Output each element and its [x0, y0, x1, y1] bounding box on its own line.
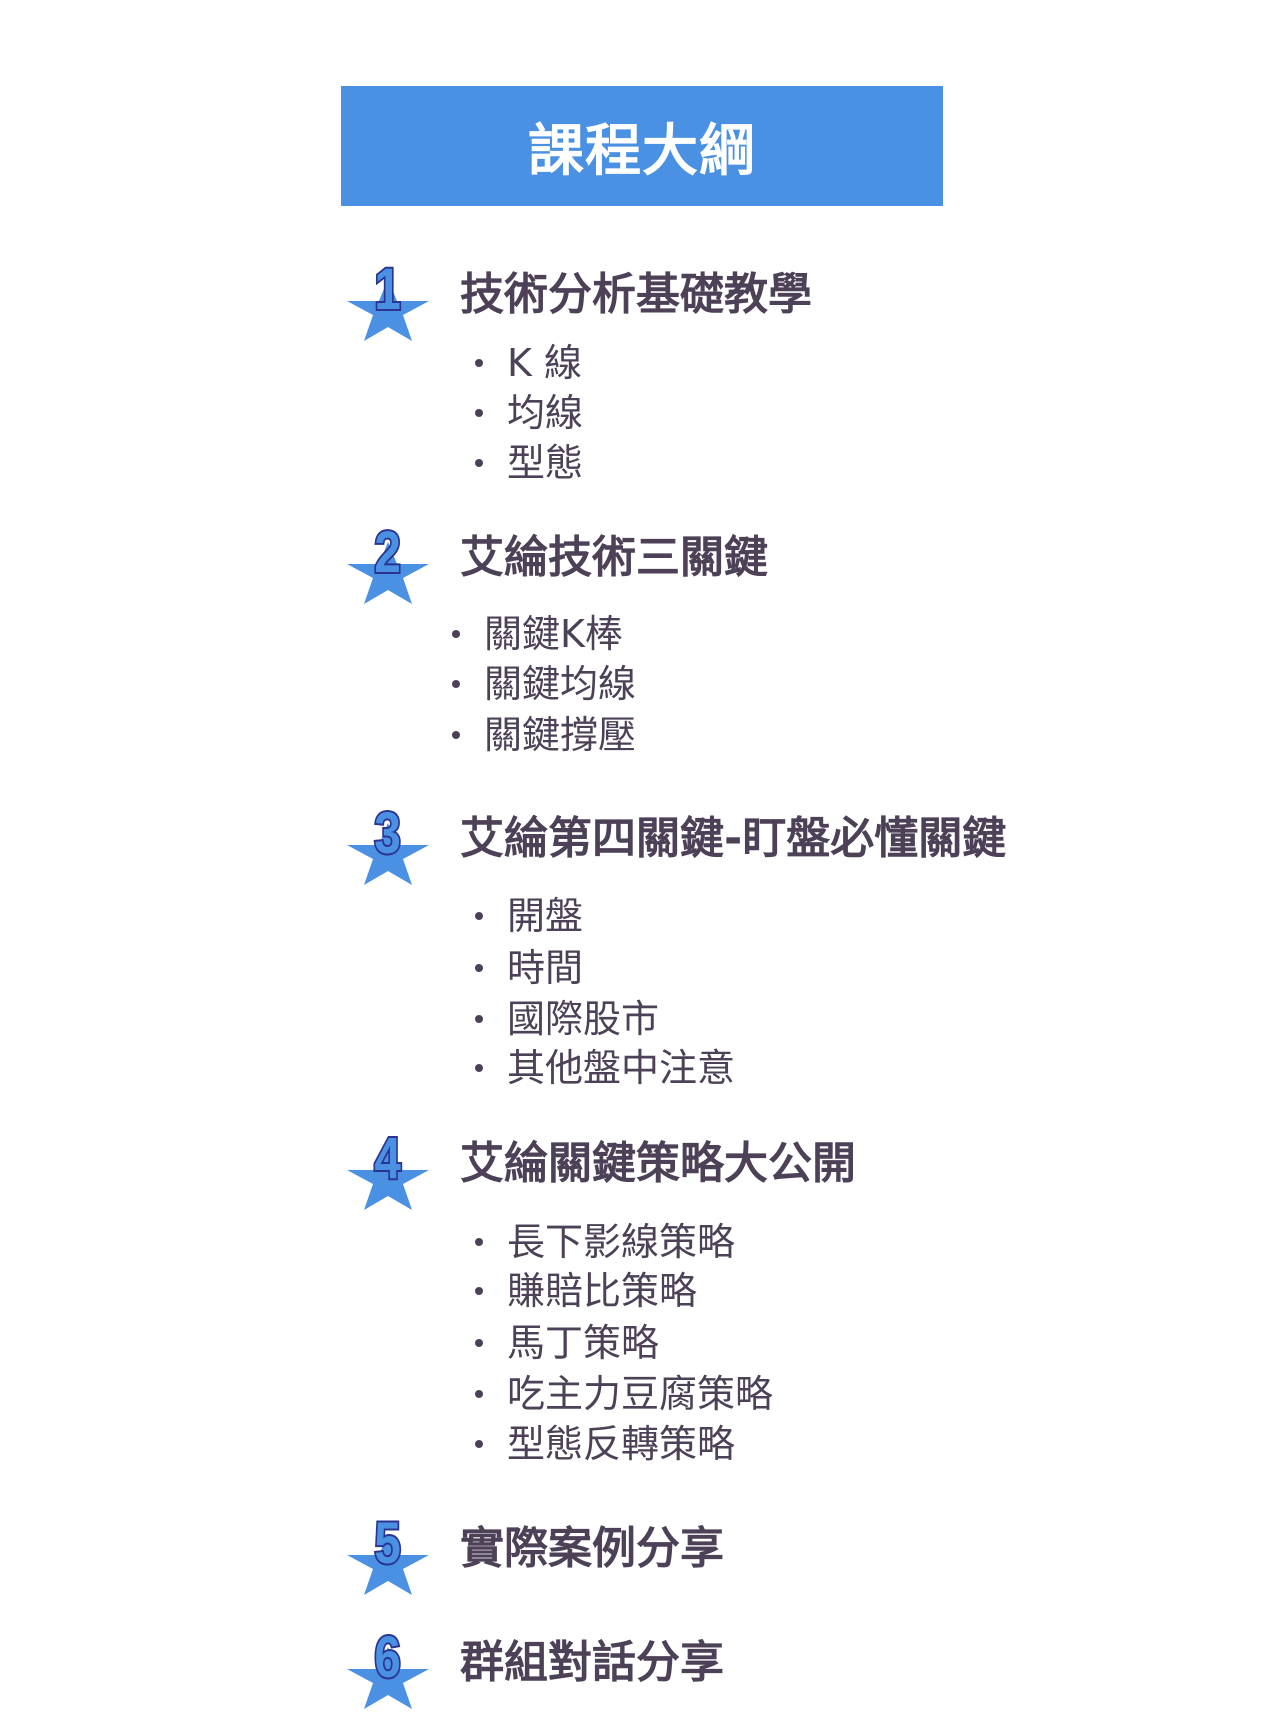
section-heading: 實際案例分享 [460, 1523, 724, 1574]
section-heading: 艾綸關鍵策略大公開 [460, 1138, 856, 1189]
bullet-dot-icon [475, 912, 483, 920]
bullet-dot-icon [475, 1287, 483, 1295]
star-shape [347, 542, 429, 604]
list-item-label: 馬丁策略 [507, 1321, 660, 1365]
section-heading: 群組對話分享 [460, 1637, 724, 1688]
star-shape [347, 823, 429, 885]
section-number: 4 [374, 1127, 401, 1192]
number-star-icon: 6 [347, 1624, 429, 1709]
bullet-dot-icon [475, 1440, 483, 1448]
list-item-label: 關鍵K棒 [484, 612, 623, 656]
bullet-dot-icon [475, 409, 483, 417]
list-item-label: 均線 [507, 391, 584, 435]
list-item-label: 長下影線策略 [507, 1220, 736, 1264]
star-shape [347, 1647, 429, 1709]
section-heading: 艾綸技術三關鍵 [460, 532, 768, 583]
star-shape [347, 1533, 429, 1595]
bullet-dot-icon [475, 1339, 483, 1347]
section-number: 6 [374, 1626, 400, 1691]
bullet-dot-icon [452, 680, 460, 688]
list-item-label: 開盤 [507, 894, 584, 938]
list-item-label: K 線 [507, 341, 582, 385]
title-banner: 課程大綱 [341, 86, 943, 206]
list-item-label: 其他盤中注意 [507, 1046, 736, 1090]
bullet-dot-icon [475, 459, 483, 467]
bullet-dot-icon [475, 964, 483, 972]
section-number: 5 [374, 1512, 400, 1577]
bullet-dot-icon [475, 1064, 483, 1072]
section-heading: 技術分析基礎教學 [460, 269, 812, 320]
bullet-dot-icon [475, 1238, 483, 1246]
list-item-label: 型態反轉策略 [507, 1422, 736, 1466]
bullet-dot-icon [452, 731, 460, 739]
section-heading: 艾綸第四關鍵-盯盤必懂關鍵 [460, 813, 1007, 864]
bullet-dot-icon [475, 359, 483, 367]
number-star-icon: 3 [347, 800, 429, 885]
list-item-label: 關鍵撐壓 [484, 713, 637, 757]
number-star-icon: 4 [347, 1125, 429, 1210]
number-star-icon: 5 [347, 1510, 429, 1595]
bullet-dot-icon [475, 1390, 483, 1398]
star-shape [347, 279, 429, 341]
star-shape [347, 1148, 429, 1210]
list-item-label: 吃主力豆腐策略 [507, 1372, 774, 1416]
list-item-label: 型態 [507, 441, 584, 485]
number-star-icon: 2 [347, 519, 429, 604]
bullet-dot-icon [452, 630, 460, 638]
list-item-label: 國際股市 [507, 997, 660, 1041]
list-item-label: 賺賠比策略 [507, 1269, 698, 1313]
bullet-dot-icon [475, 1015, 483, 1023]
section-number: 2 [374, 521, 400, 586]
list-item-label: 關鍵均線 [484, 662, 637, 706]
section-number: 1 [374, 258, 400, 323]
list-item-label: 時間 [507, 946, 584, 990]
page-title: 課程大綱 [528, 118, 756, 184]
number-star-icon: 1 [347, 256, 429, 341]
section-number: 3 [374, 802, 400, 867]
